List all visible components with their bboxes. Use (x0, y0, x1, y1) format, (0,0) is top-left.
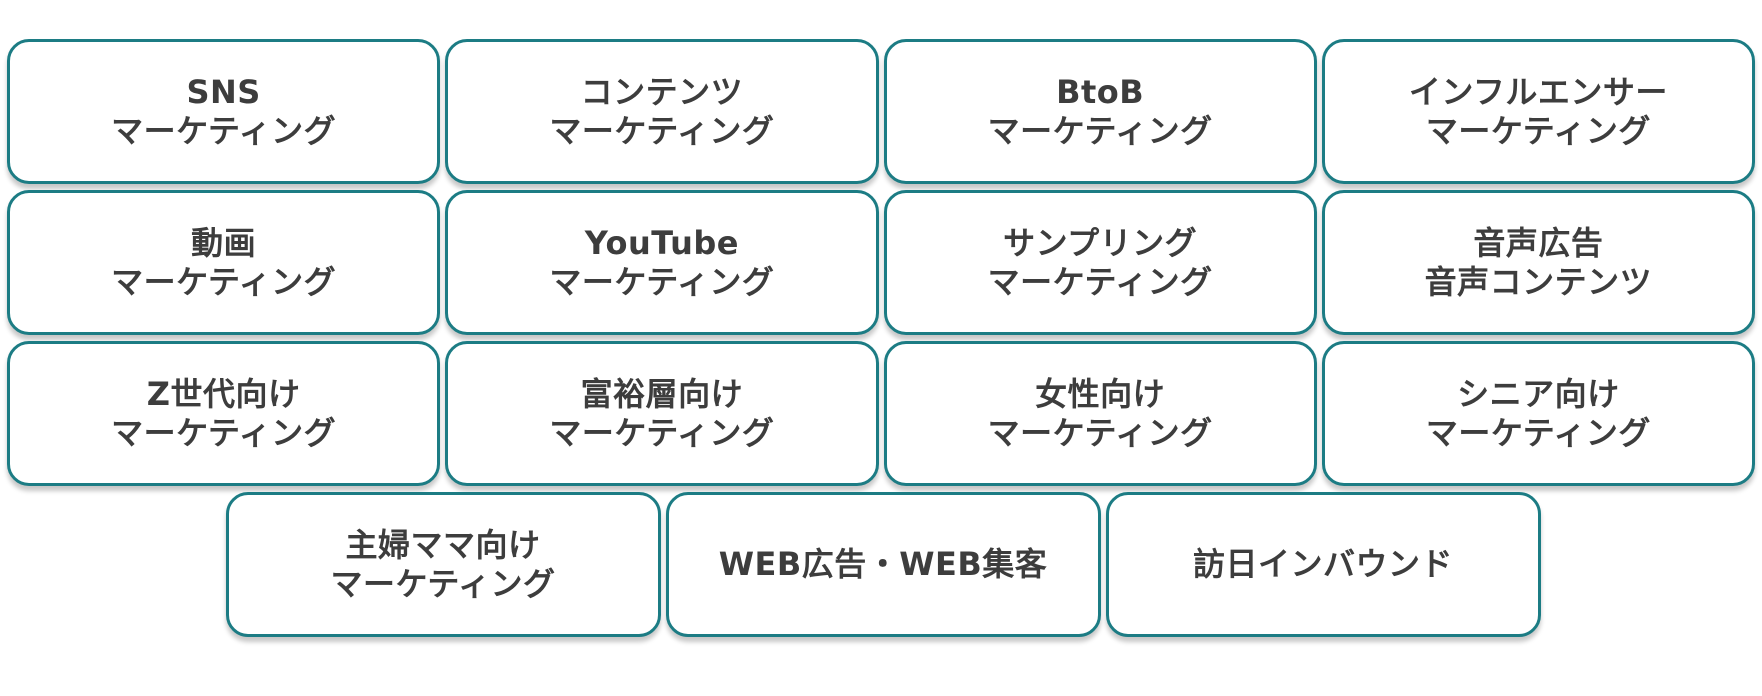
card-subtitle: マーケティング (987, 111, 1213, 150)
card-btob-marketing[interactable]: BtoB マーケティング (883, 39, 1317, 184)
card-video-marketing[interactable]: 動画 マーケティング (7, 190, 441, 335)
card-affluent-marketing[interactable]: 富裕層向け マーケティング (445, 341, 879, 486)
card-subtitle: マーケティング (549, 111, 775, 150)
card-subtitle: 音声コンテンツ (1424, 262, 1653, 301)
card-row-1: SNS マーケティング コンテンツ マーケティング BtoB マーケティング イ… (7, 39, 1755, 184)
card-women-marketing[interactable]: 女性向け マーケティング (883, 341, 1317, 486)
card-row-3: Z世代向け マーケティング 富裕層向け マーケティング 女性向け マーケティング… (7, 341, 1755, 486)
card-title: 女性向け (1035, 374, 1166, 413)
card-title: 動画 (191, 223, 257, 262)
card-subtitle: マーケティング (111, 413, 337, 452)
card-title: インフルエンサー (1408, 72, 1668, 111)
card-title: 富裕層向け (580, 374, 744, 413)
card-title: WEB広告・WEB集客 (718, 545, 1048, 583)
card-title: BtoB (1056, 72, 1145, 111)
card-web-ads[interactable]: WEB広告・WEB集客 (665, 492, 1101, 637)
card-row-2: 動画 マーケティング YouTube マーケティング サンプリング マーケティン… (7, 190, 1755, 335)
marketing-category-grid: SNS マーケティング コンテンツ マーケティング BtoB マーケティング イ… (7, 39, 1755, 643)
card-title: サンプリング (1003, 223, 1198, 262)
card-title: SNS (186, 72, 261, 111)
card-inbound-tourism[interactable]: 訪日インバウンド (1105, 492, 1541, 637)
card-title: YouTube (584, 223, 739, 262)
card-sampling-marketing[interactable]: サンプリング マーケティング (883, 190, 1317, 335)
card-title: 訪日インバウンド (1192, 545, 1453, 583)
card-sns-marketing[interactable]: SNS マーケティング (7, 39, 441, 184)
card-senior-marketing[interactable]: シニア向け マーケティング (1321, 341, 1755, 486)
card-title: Z世代向け (146, 374, 301, 413)
card-subtitle: マーケティング (549, 413, 775, 452)
card-subtitle: マーケティング (987, 262, 1213, 301)
card-influencer-marketing[interactable]: インフルエンサー マーケティング (1321, 39, 1755, 184)
card-subtitle: マーケティング (549, 262, 775, 301)
card-title: 音声広告 (1473, 223, 1604, 262)
card-subtitle: マーケティング (111, 111, 337, 150)
card-subtitle: マーケティング (1425, 413, 1651, 452)
card-title: 主婦ママ向け (345, 525, 541, 564)
card-subtitle: マーケティング (111, 262, 337, 301)
card-row-4: 主婦ママ向け マーケティング WEB広告・WEB集客 訪日インバウンド (7, 492, 1755, 637)
card-gen-z-marketing[interactable]: Z世代向け マーケティング (7, 341, 441, 486)
card-audio-ads[interactable]: 音声広告 音声コンテンツ (1321, 190, 1755, 335)
card-housewife-mom-marketing[interactable]: 主婦ママ向け マーケティング (225, 492, 661, 637)
card-content-marketing[interactable]: コンテンツ マーケティング (445, 39, 879, 184)
card-youtube-marketing[interactable]: YouTube マーケティング (445, 190, 879, 335)
card-title: シニア向け (1457, 374, 1620, 413)
card-title: コンテンツ (580, 72, 744, 111)
card-subtitle: マーケティング (1425, 111, 1651, 150)
card-subtitle: マーケティング (330, 564, 556, 603)
card-subtitle: マーケティング (987, 413, 1213, 452)
